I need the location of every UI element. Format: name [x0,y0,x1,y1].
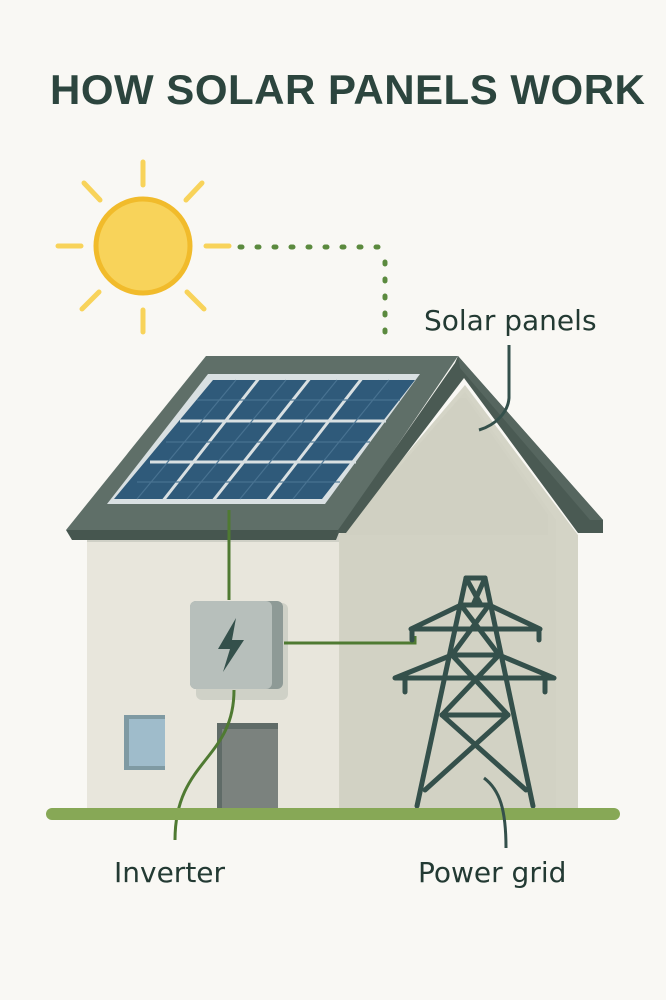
inverter-label: Inverter [114,856,226,889]
window [124,715,165,770]
solar-panels-label-leader [478,345,511,432]
solar-panel-icon [107,374,420,504]
lightning-bolt-icon [218,618,244,672]
page-title: HOW SOLAR PANELS WORK [50,66,646,113]
power-grid-label: Power grid [418,856,567,889]
sun-icon [55,159,232,335]
power-grid-label-leader [483,776,508,849]
door [217,723,278,808]
wire-inverter-to-grid [284,636,417,645]
inverter-icon [190,601,288,700]
sunlight-path [237,244,388,348]
solar-panels-label: Solar panels [424,304,597,337]
transmission-tower-icon [392,575,557,809]
